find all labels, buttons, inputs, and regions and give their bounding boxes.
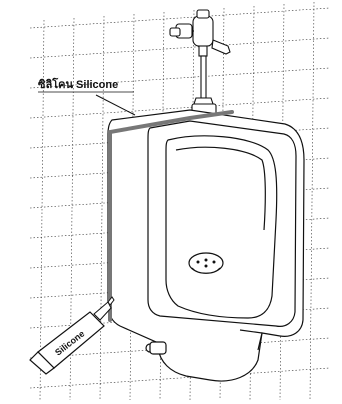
flush-valve: [170, 10, 230, 118]
silicone-tube: Silicone: [30, 297, 114, 374]
callout-leader-line: [96, 95, 135, 115]
silicone-callout-label: ซิลิโคน Silicone: [38, 77, 118, 91]
urinal: [108, 110, 304, 381]
